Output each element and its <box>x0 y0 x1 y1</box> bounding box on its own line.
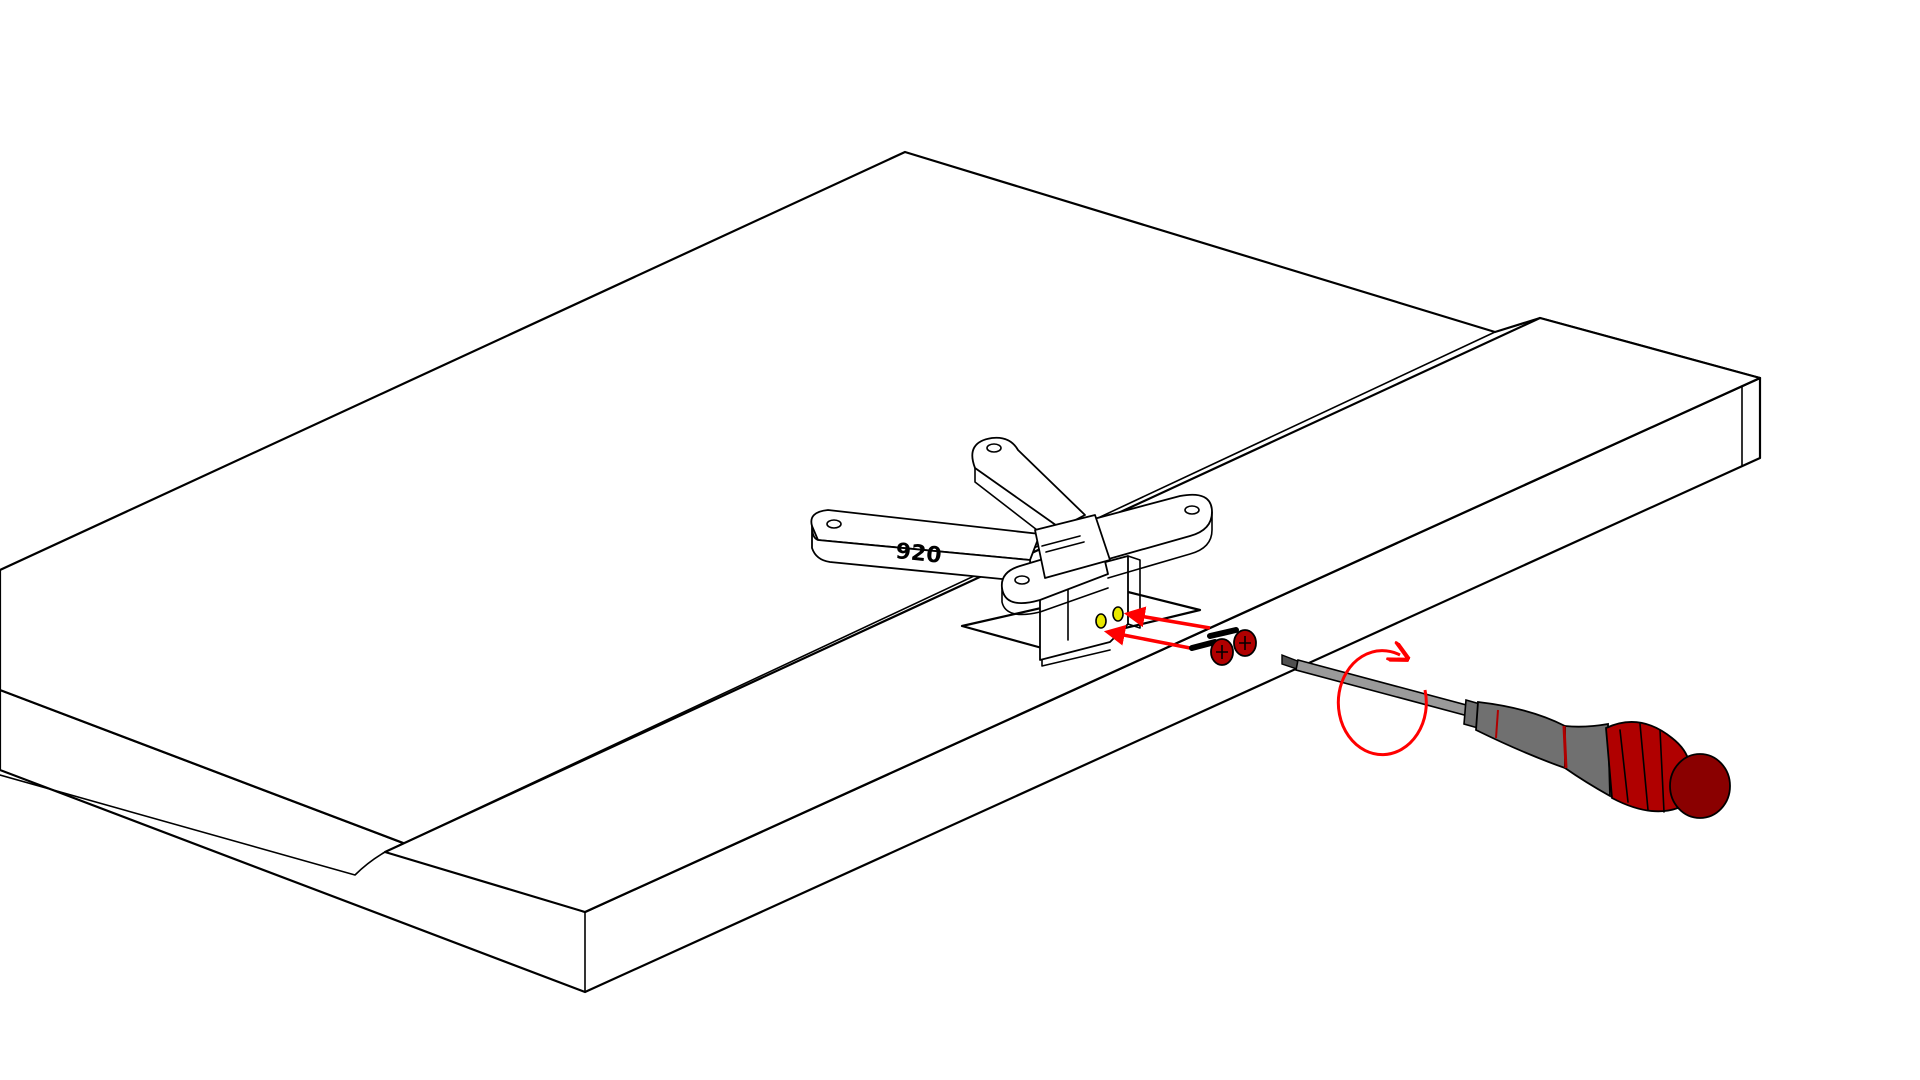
bracket-label: 920 <box>894 539 942 569</box>
clockwise-rotation-icon <box>1336 651 1428 757</box>
monitor <box>0 150 1762 994</box>
screwdriver-handle-end <box>1669 753 1731 819</box>
bracket-hub <box>1034 514 1111 579</box>
screw-2 <box>1207 627 1257 657</box>
bracket-hole-rear <box>986 443 1002 453</box>
insert-arrow-upper <box>1123 606 1211 630</box>
insert-arrow-lower <box>1103 624 1191 650</box>
screwdriver-icon <box>1281 653 1731 819</box>
bracket-hole-right <box>1184 505 1200 515</box>
bracket-arm-right-side <box>1107 511 1213 579</box>
screwdriver-flare <box>1564 722 1611 798</box>
bracket-arm-rear-side <box>974 467 1051 541</box>
screwdriver-shaft <box>1295 659 1471 717</box>
bracket-hole-front <box>1014 575 1030 585</box>
bracket-arm-front-side <box>1001 587 1109 616</box>
insert-arrow-icon <box>1103 606 1211 650</box>
housing-inner-line <box>384 331 1496 853</box>
screwdriver-grip <box>1475 700 1566 770</box>
rotation-arc <box>1336 651 1428 757</box>
bracket-hole-left <box>826 519 842 529</box>
stem-screw-hole-1 <box>1095 613 1107 629</box>
vesa-bracket: 920 <box>810 436 1213 661</box>
stem-screw-hole-2 <box>1112 606 1124 622</box>
screw-1 <box>1189 638 1234 666</box>
bracket-arm-rear <box>971 436 1086 529</box>
bracket-logo-mark <box>1041 535 1085 553</box>
screw-pair-icon <box>1189 627 1257 666</box>
bracket-arm-left <box>810 509 1041 561</box>
housing-step-line <box>0 774 386 876</box>
